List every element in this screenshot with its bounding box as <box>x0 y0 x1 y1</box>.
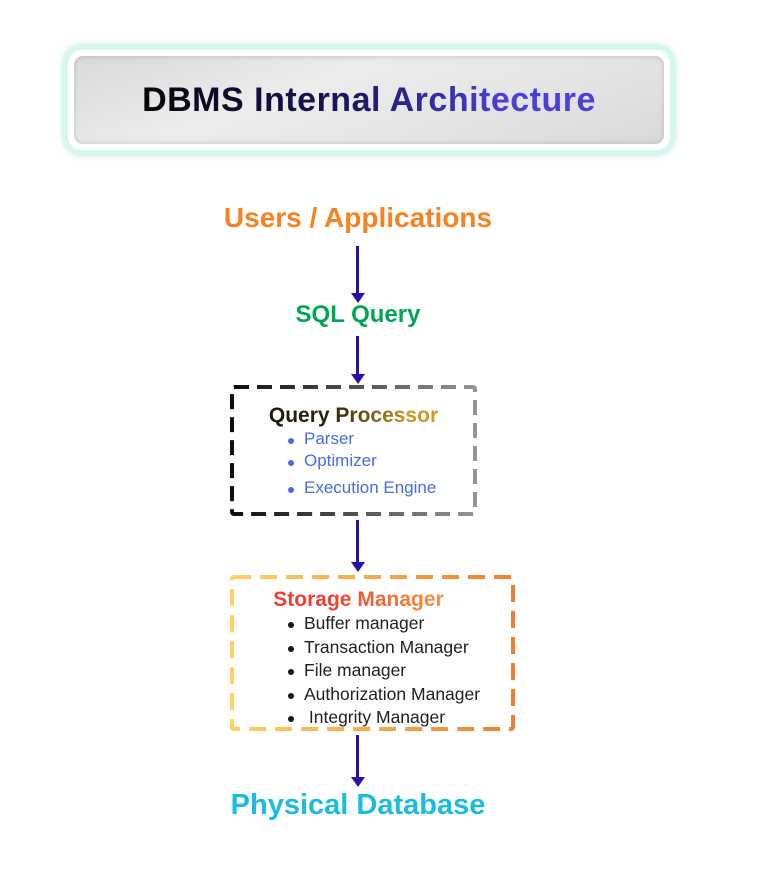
storage-manager-list: Buffer manager Transaction Manager File … <box>230 613 515 727</box>
arrow-down-icon <box>356 336 359 374</box>
title-banner-panel: DBMS Internal Architecture <box>74 56 664 144</box>
arrow-down-icon <box>356 735 359 777</box>
query-processor-list: Parser Optimizer Execution Engine <box>230 429 477 497</box>
dashed-border <box>230 385 477 516</box>
list-item: Execution Engine <box>230 478 477 497</box>
query-processor-title: Query Processor <box>230 403 477 429</box>
title-part-dbms-internal: DBMS Internal <box>142 80 390 119</box>
storage-manager-title: Storage Manager <box>216 587 501 613</box>
storage-manager-title-part2: Manager <box>357 588 444 611</box>
list-item: Parser <box>230 429 477 448</box>
query-processor-title-part1: Query <box>268 404 336 427</box>
list-item: Integrity Manager <box>230 707 515 727</box>
list-item: Transaction Manager <box>230 637 515 657</box>
arrow-down-icon <box>356 246 359 293</box>
storage-manager-title-part1: Storage <box>273 588 358 611</box>
sql-query-label: SQL Query <box>295 301 421 328</box>
dashed-border <box>230 575 515 731</box>
users-applications-label: Users / Applications <box>223 202 493 233</box>
list-item: Buffer manager <box>230 613 515 633</box>
page-title: DBMS Internal Architecture <box>142 81 596 120</box>
physical-database-label: Physical Database <box>230 789 486 821</box>
list-item: Authorization Manager <box>230 684 515 704</box>
list-item: File manager <box>230 660 515 680</box>
query-processor-title-part2: Processor <box>335 404 439 427</box>
list-item: Optimizer <box>230 451 477 470</box>
storage-manager-box: Storage Manager Buffer manager Transacti… <box>230 575 515 731</box>
query-processor-box: Query Processor Parser Optimizer Executi… <box>230 385 477 516</box>
title-banner: DBMS Internal Architecture <box>62 44 676 156</box>
arrow-down-icon <box>356 520 359 562</box>
title-part-architecture: Architecture <box>389 80 596 119</box>
